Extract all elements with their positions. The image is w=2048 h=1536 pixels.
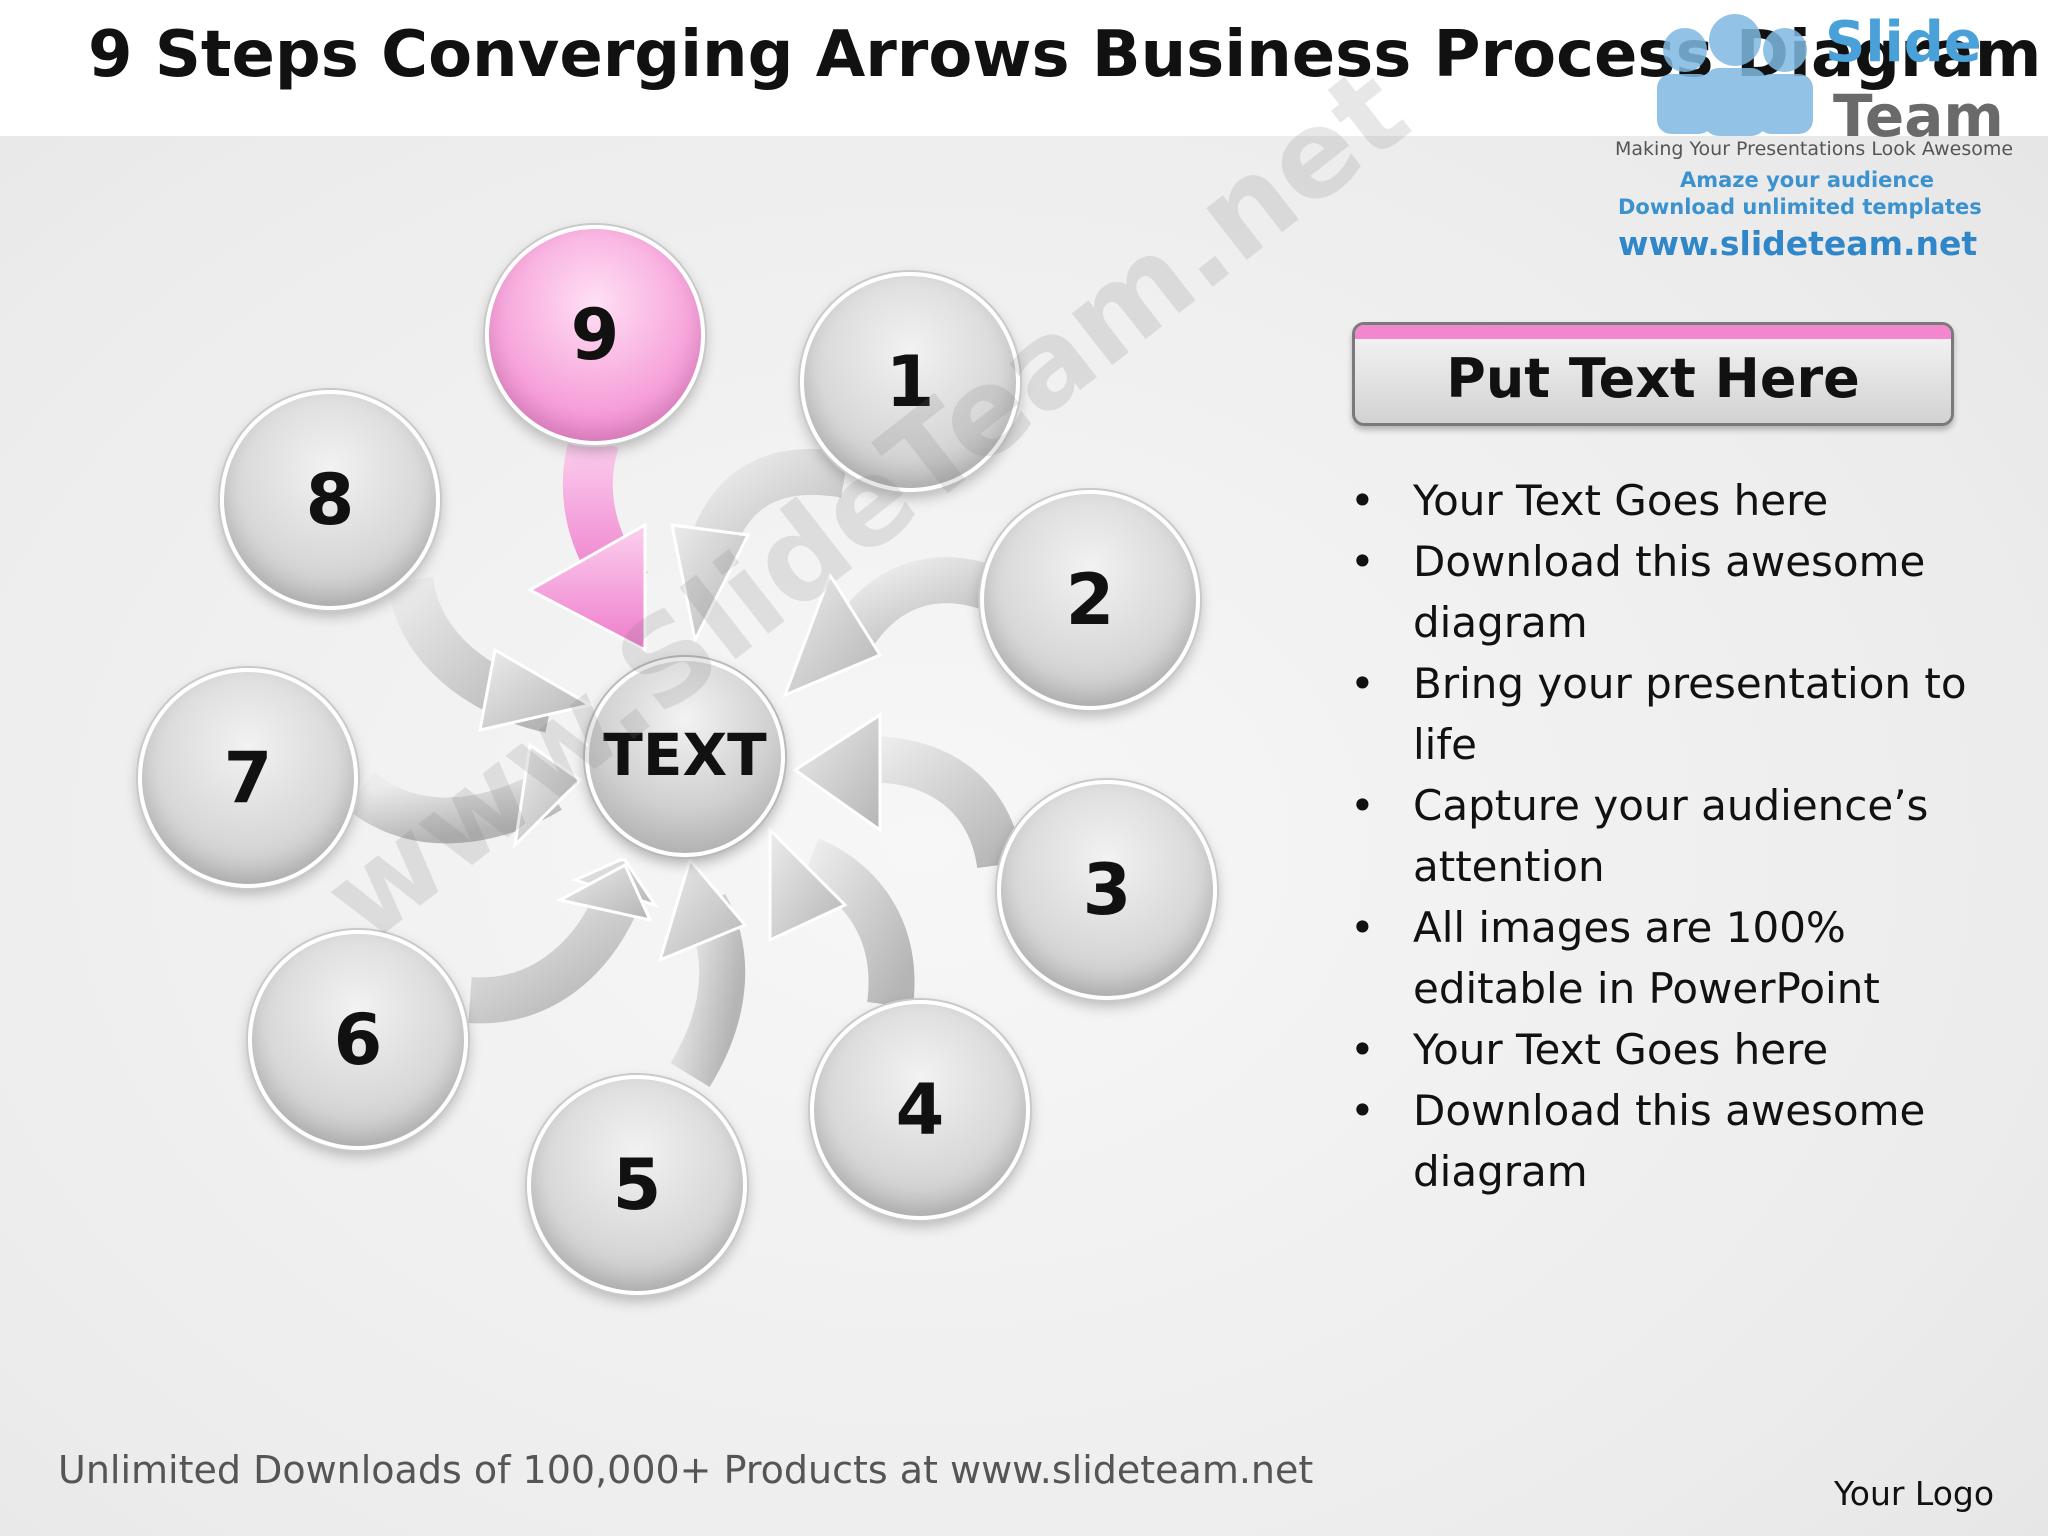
bullet-item: Your Text Goes here [1350, 470, 1970, 531]
textbox-heading[interactable]: Put Text Here [1352, 322, 1954, 426]
arrow-step-5 [657, 856, 748, 1088]
converging-arrows-diagram: TEXT 1 2 3 4 5 6 7 8 9 www.SlideTeam.net [138, 41, 1433, 1295]
arrow-step-7 [345, 742, 583, 850]
step-number: 4 [895, 1069, 945, 1151]
bullet-item: Download this awesome diagram [1350, 531, 1970, 653]
arrow-step-4 [768, 826, 915, 1009]
arrow-step-1 [670, 448, 849, 645]
step-number: 5 [612, 1144, 662, 1226]
step-number: 6 [333, 999, 383, 1081]
bullet-item: Capture your audience’s attention [1350, 775, 1970, 897]
step-node-3[interactable]: 3 [997, 780, 1217, 1000]
arrow-step-8 [387, 575, 595, 733]
step-number: 9 [570, 294, 620, 376]
arrow-step-3 [792, 712, 1023, 869]
slideteam-logo: Slide Team Making Your Presentations Loo… [1605, 0, 2025, 270]
step-number: 8 [305, 459, 355, 541]
arrow-step-2 [782, 557, 1004, 698]
logo-brand-bottom: Team [1833, 82, 2004, 150]
bullet-item: Download this awesome diagram [1350, 1080, 1970, 1202]
center-label: TEXT [603, 721, 767, 789]
center-node: TEXT [585, 657, 785, 857]
step-node-8[interactable]: 8 [220, 390, 440, 610]
logo-url[interactable]: www.slideteam.net [1618, 224, 1978, 263]
step-node-7[interactable]: 7 [138, 668, 358, 888]
logo-line-2: Download unlimited templates [1618, 195, 1982, 219]
logo-tagline: Making Your Presentations Look Awesome [1615, 138, 2014, 160]
logo-brand-top: Slide [1825, 10, 1982, 75]
step-number: 2 [1065, 559, 1115, 641]
bullet-item: Bring your presentation to life [1350, 653, 1970, 775]
textbox-heading-label: Put Text Here [1446, 347, 1860, 410]
arrow-step-9 [526, 432, 649, 653]
people-logo-icon [1657, 14, 1813, 136]
footer-text: Unlimited Downloads of 100,000+ Products… [58, 1448, 1314, 1492]
heading-accent-strip [1355, 325, 1951, 339]
step-node-9[interactable]: 9 [485, 225, 705, 445]
step-number: 1 [885, 341, 935, 423]
step-number: 7 [223, 737, 273, 819]
step-node-6[interactable]: 6 [248, 930, 468, 1150]
bullet-item: All images are 100% editable in PowerPoi… [1350, 897, 1970, 1019]
step-node-2[interactable]: 2 [980, 490, 1200, 710]
arrow-step-6 [468, 858, 659, 1024]
step-node-4[interactable]: 4 [810, 1000, 1030, 1220]
step-node-5[interactable]: 5 [527, 1075, 747, 1295]
step-number: 3 [1082, 849, 1132, 931]
bullet-item: Your Text Goes here [1350, 1019, 1970, 1080]
bullet-list: Your Text Goes here Download this awesom… [1350, 470, 1970, 1202]
arrows-layer [345, 432, 1023, 1088]
your-logo-placeholder: Your Logo [1834, 1474, 1995, 1513]
logo-line-1: Amaze your audience [1680, 168, 1935, 192]
step-node-1[interactable]: 1 [800, 272, 1020, 492]
